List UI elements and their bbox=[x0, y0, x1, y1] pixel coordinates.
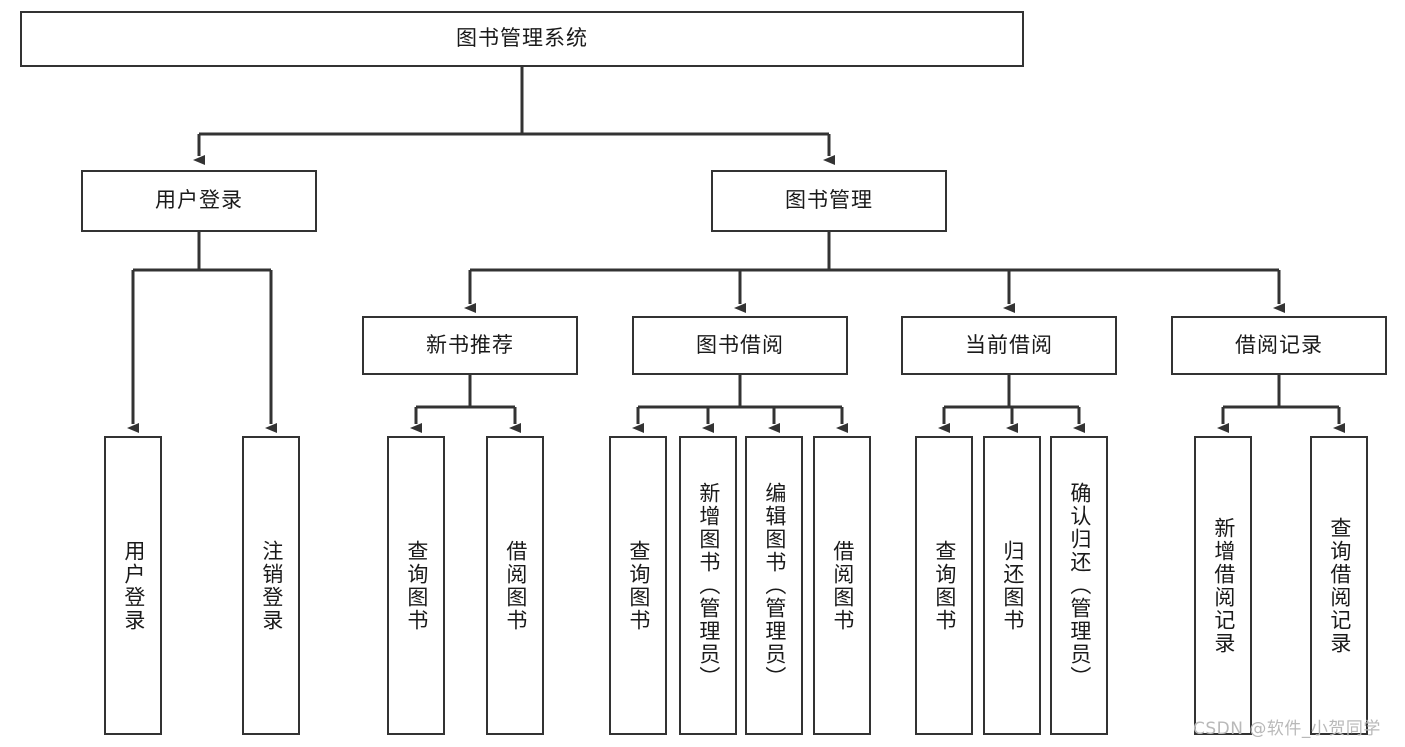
leaf-borrow-record-query-record[interactable]: 查询借阅记录 bbox=[1310, 436, 1368, 735]
leaf-borrow-record-add-record[interactable]: 新增借阅记录 bbox=[1194, 436, 1252, 735]
node-current-borrow[interactable]: 当前借阅 bbox=[901, 316, 1117, 375]
leaf-user-login-logout[interactable]: 注销登录 bbox=[242, 436, 300, 735]
leaf-book-borrow-query-books[interactable]: 查询图书 bbox=[609, 436, 667, 735]
leaf-book-borrow-add-book-admin[interactable]: 新增图书（管理员） bbox=[679, 436, 737, 735]
leaf-current-borrow-confirm-return-admin[interactable]: 确认归还（管理员） bbox=[1050, 436, 1108, 735]
node-book-borrow[interactable]: 图书借阅 bbox=[632, 316, 848, 375]
node-borrow-record[interactable]: 借阅记录 bbox=[1171, 316, 1387, 375]
leaf-current-borrow-query-books[interactable]: 查询图书 bbox=[915, 436, 973, 735]
node-user-login[interactable]: 用户登录 bbox=[81, 170, 317, 232]
node-root-book-management-system[interactable]: 图书管理系统 bbox=[20, 11, 1024, 67]
leaf-book-borrow-borrow-books[interactable]: 借阅图书 bbox=[813, 436, 871, 735]
leaf-user-login-login[interactable]: 用户登录 bbox=[104, 436, 162, 735]
leaf-new-book-query-books[interactable]: 查询图书 bbox=[387, 436, 445, 735]
node-new-book-recommend[interactable]: 新书推荐 bbox=[362, 316, 578, 375]
node-book-management[interactable]: 图书管理 bbox=[711, 170, 947, 232]
leaf-current-borrow-return-books[interactable]: 归还图书 bbox=[983, 436, 1041, 735]
leaf-book-borrow-edit-book-admin[interactable]: 编辑图书（管理员） bbox=[745, 436, 803, 735]
leaf-new-book-borrow-books[interactable]: 借阅图书 bbox=[486, 436, 544, 735]
